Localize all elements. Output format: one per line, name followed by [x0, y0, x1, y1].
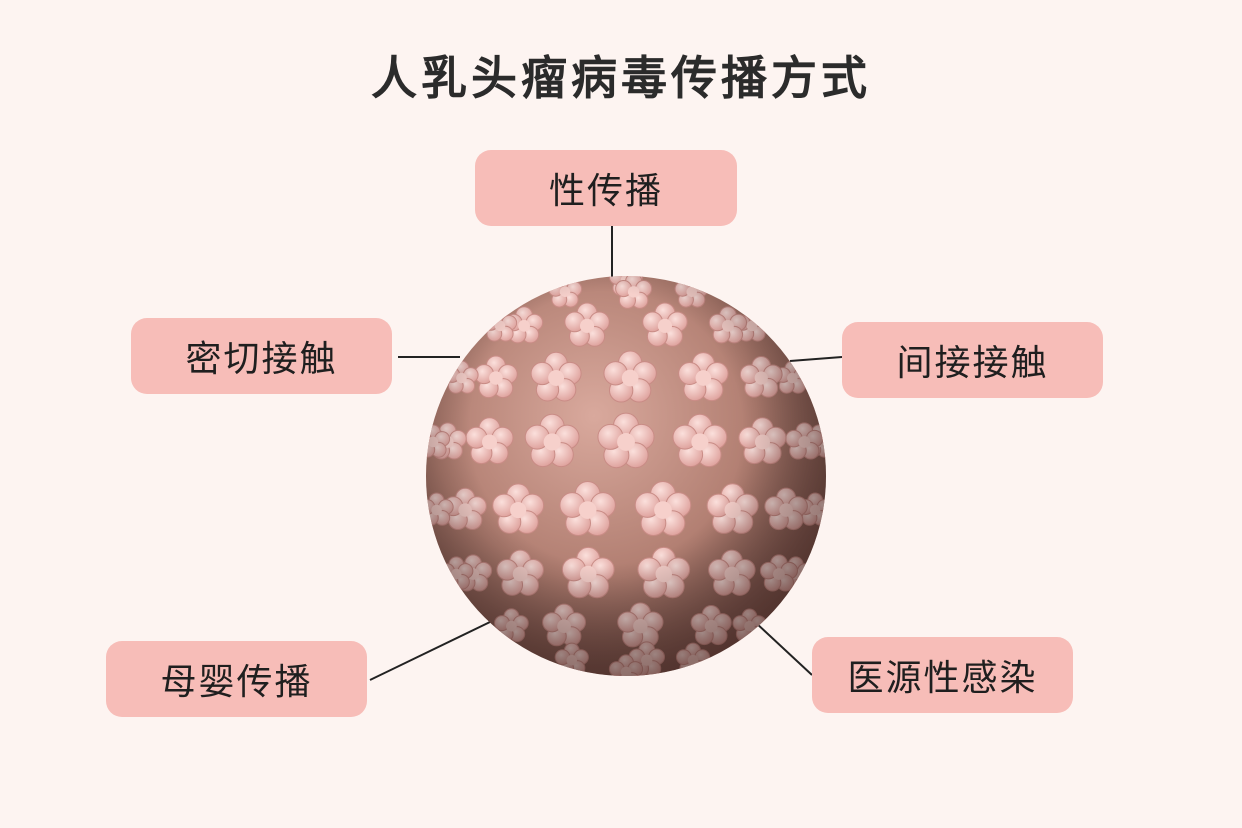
- label-iatrogenic-infection: 医源性感染: [812, 637, 1073, 713]
- connector-bottom-left: [369, 621, 491, 681]
- connector-bottom-right: [754, 621, 813, 676]
- label-close-contact: 密切接触: [131, 318, 392, 394]
- label-sexual-transmission: 性传播: [475, 150, 737, 226]
- connector-lines: [369, 226, 843, 681]
- connector-right: [789, 356, 843, 362]
- diagram-title: 人乳头瘤病毒传播方式: [371, 51, 871, 105]
- label-indirect-contact: 间接接触: [842, 322, 1103, 398]
- label-mother-to-child: 母婴传播: [106, 641, 367, 717]
- virus-illustration: [426, 276, 826, 676]
